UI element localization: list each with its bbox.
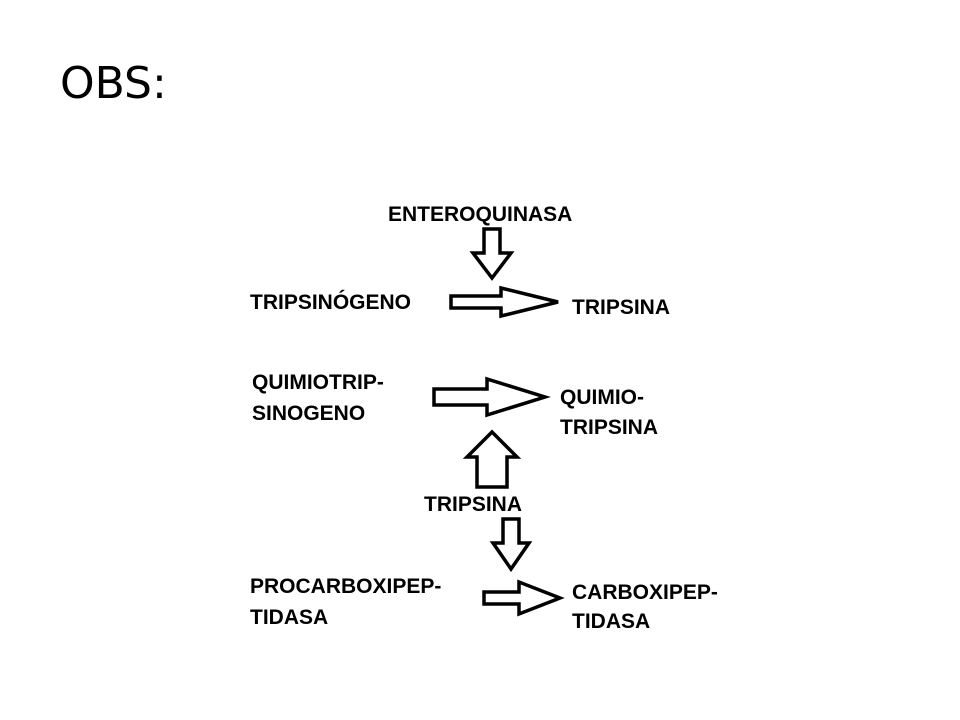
arrow-right-row3: [482, 579, 565, 617]
arrow-down-tripsina: [489, 517, 533, 573]
label-procarboxipep-line1: PROCARBOXIPEP-: [250, 575, 441, 598]
arrow-up-tripsina: [462, 429, 522, 489]
label-tripsina-product: TRIPSINA: [572, 296, 670, 319]
label-enteroquinasa: ENTEROQUINASA: [388, 203, 572, 226]
label-carboxipep-line1: CARBOXIPEP-: [572, 581, 718, 604]
label-procarboxipep-line2: TIDASA: [250, 606, 328, 629]
label-carboxipep-line2: TIDASA: [572, 610, 650, 633]
arrow-down-enteroquinasa: [469, 227, 515, 281]
slide-title: OBS:: [60, 58, 167, 109]
label-quimio-line2: TRIPSINA: [560, 416, 658, 439]
arrow-right-row1: [449, 285, 559, 319]
label-tripsina-activator: TRIPSINA: [424, 493, 522, 516]
arrow-right-row2: [432, 376, 551, 418]
label-quimiotrip-line2: SINOGENO: [252, 402, 365, 425]
label-quimiotrip-line1: QUIMIOTRIP-: [252, 371, 384, 394]
label-tripsinogeno: TRIPSINÓGENO: [250, 290, 411, 314]
label-quimio-line1: QUIMIO-: [560, 386, 644, 409]
